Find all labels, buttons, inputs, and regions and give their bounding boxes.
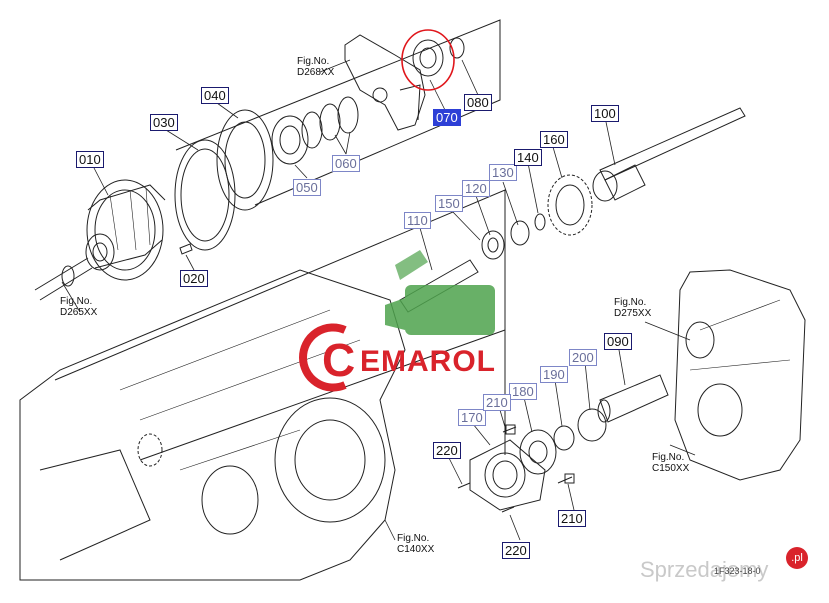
part-label-020[interactable]: 020 xyxy=(180,270,208,287)
output-bearing-part xyxy=(519,429,557,475)
part-label-140[interactable]: 140 xyxy=(514,149,542,166)
part-label-040[interactable]: 040 xyxy=(201,87,229,104)
fig-ref-c150-line1: Fig.No. xyxy=(652,452,685,463)
release-bearing-part xyxy=(412,39,444,77)
bearing-retainer-part xyxy=(469,439,546,511)
fig-ref-d268[interactable]: Fig.No. D268XX xyxy=(297,56,334,78)
logo-prefix: C xyxy=(322,334,356,386)
sleeve-part xyxy=(597,374,669,423)
drawing-code: 1F323-18-0 xyxy=(714,566,761,576)
part-label-070[interactable]: 070 xyxy=(433,109,461,126)
o-ring-part xyxy=(449,37,465,59)
highlight-circle xyxy=(401,29,455,91)
cemarol-logo-graphic xyxy=(299,250,495,392)
fig-ref-d275-line2: D275XX xyxy=(614,308,652,319)
retaining-rings-part xyxy=(553,408,607,451)
bolts-part xyxy=(457,424,575,513)
part-label-180[interactable]: 180 xyxy=(509,383,537,400)
fig-ref-c150[interactable]: Fig.No. C150XX xyxy=(652,452,689,474)
snap-rings-part xyxy=(301,96,359,149)
part-label-150[interactable]: 150 xyxy=(435,195,463,212)
part-label-090[interactable]: 090 xyxy=(604,333,632,350)
part-label-010[interactable]: 010 xyxy=(76,151,104,168)
fig-ref-d265-line2: D265XX xyxy=(60,307,98,318)
fig-ref-c150-line2: C150XX xyxy=(652,463,690,474)
part-label-080[interactable]: 080 xyxy=(464,94,492,111)
part-label-210-upper[interactable]: 210 xyxy=(483,394,511,411)
part-label-210-lower[interactable]: 210 xyxy=(558,510,586,527)
part-label-030[interactable]: 030 xyxy=(150,114,178,131)
part-label-130[interactable]: 130 xyxy=(489,164,517,181)
fig-ref-d268-line1: Fig.No. xyxy=(297,56,330,67)
fig-ref-d268-line2: D268XX xyxy=(297,67,335,78)
site-watermark: Sprzedajemy xyxy=(640,557,769,582)
fig-ref-d275[interactable]: Fig.No. D275XX xyxy=(614,297,651,319)
fig-ref-d275-line1: Fig.No. xyxy=(614,297,647,308)
part-label-160[interactable]: 160 xyxy=(540,131,568,148)
rear-housing-part xyxy=(674,269,806,481)
part-label-110[interactable]: 110 xyxy=(404,212,431,229)
part-label-050[interactable]: 050 xyxy=(293,179,321,196)
transmission-case-part xyxy=(19,269,406,581)
clutch-housing-part xyxy=(34,179,166,301)
part-label-220-lower[interactable]: 220 xyxy=(502,542,530,559)
fig-ref-d265-line1: Fig.No. xyxy=(60,296,93,307)
pressure-plate-part xyxy=(174,139,236,251)
pin-part xyxy=(179,243,193,255)
friction-disc-part xyxy=(216,109,274,211)
part-label-060[interactable]: 060 xyxy=(332,155,360,172)
fig-ref-c140-line1: Fig.No. xyxy=(397,533,430,544)
logo-name: EMAROL xyxy=(360,345,496,378)
part-label-200[interactable]: 200 xyxy=(569,349,597,366)
spacer-bearings-part xyxy=(481,213,546,260)
fork-lever-part xyxy=(344,34,426,131)
part-label-100[interactable]: 100 xyxy=(591,105,619,122)
site-watermark-badge: .pl xyxy=(786,547,808,569)
fig-ref-c140[interactable]: Fig.No. C140XX xyxy=(397,533,434,555)
fig-ref-d265[interactable]: Fig.No. D265XX xyxy=(60,296,97,318)
gear-part xyxy=(547,174,593,236)
main-shaft-part xyxy=(592,107,746,202)
part-label-220-upper[interactable]: 220 xyxy=(433,442,461,459)
thrust-bearing-part xyxy=(271,115,309,165)
fig-ref-c140-line2: C140XX xyxy=(397,544,435,555)
part-label-190[interactable]: 190 xyxy=(540,366,568,383)
part-label-170[interactable]: 170 xyxy=(458,409,486,426)
part-label-120[interactable]: 120 xyxy=(462,180,490,197)
